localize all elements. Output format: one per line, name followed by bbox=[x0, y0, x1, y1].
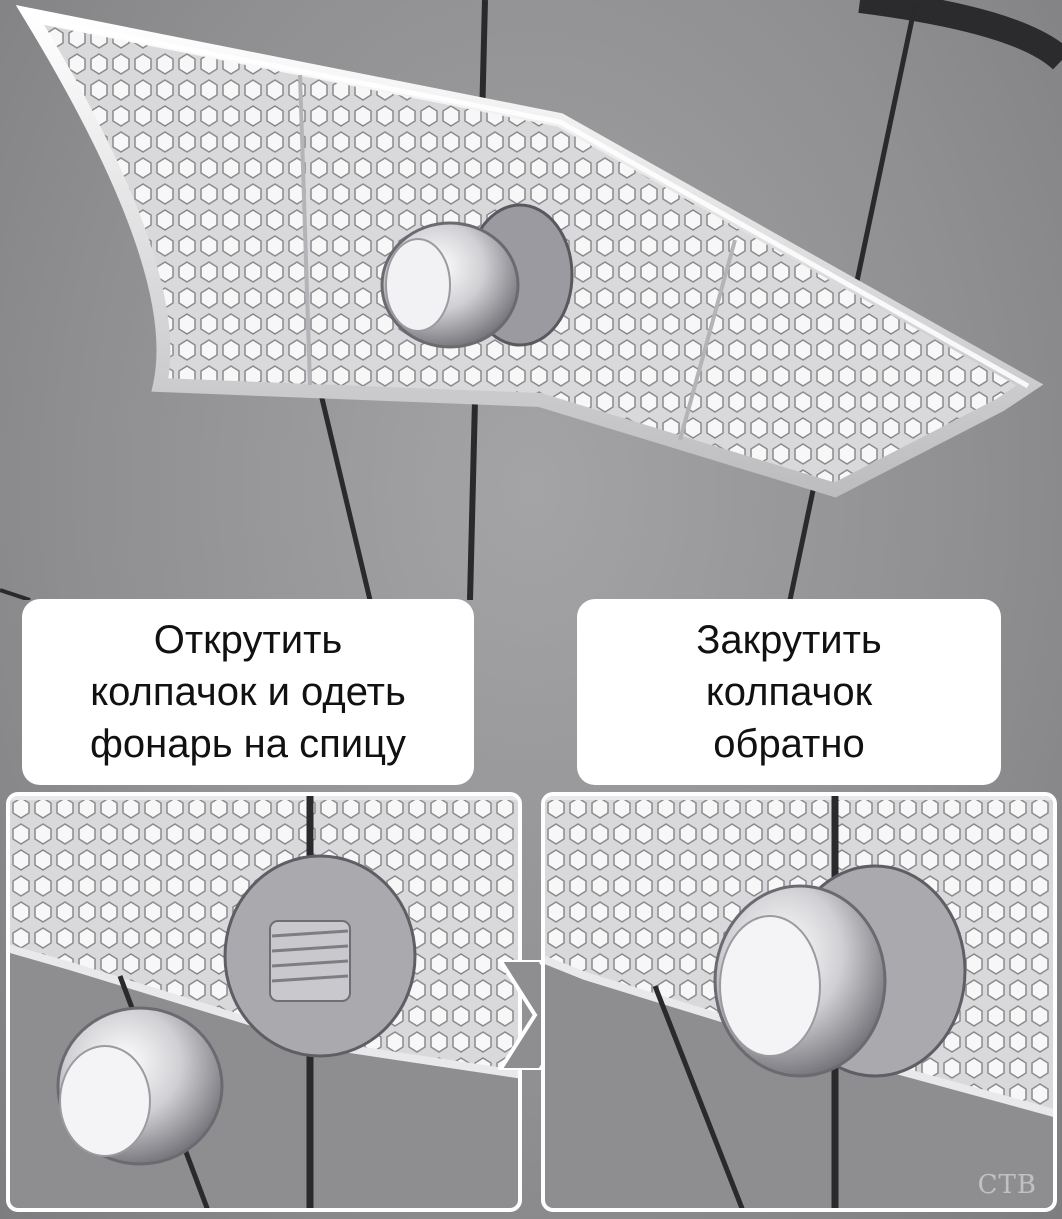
step-1-photo bbox=[6, 792, 522, 1212]
step-1-line-2: колпачок и одеть bbox=[90, 670, 406, 714]
spoke bbox=[317, 389, 373, 600]
step-2-photo: CTB bbox=[541, 792, 1057, 1212]
step-1-label: Открутить колпачок и одеть фонарь на спи… bbox=[22, 599, 474, 785]
step-2-label: Закрутить колпачок обратно bbox=[577, 599, 1001, 785]
step-1-line-3: фонарь на спицу bbox=[89, 722, 407, 766]
watermark: CTB bbox=[977, 1170, 1037, 1200]
step-2-line-1: Закрутить bbox=[696, 618, 882, 662]
spoke-reflector-hero bbox=[0, 0, 1062, 600]
step-2-line-3: обратно bbox=[713, 722, 865, 766]
step-1-line-1: Открутить bbox=[153, 618, 343, 662]
step-2-line-2: колпачок bbox=[705, 670, 873, 714]
